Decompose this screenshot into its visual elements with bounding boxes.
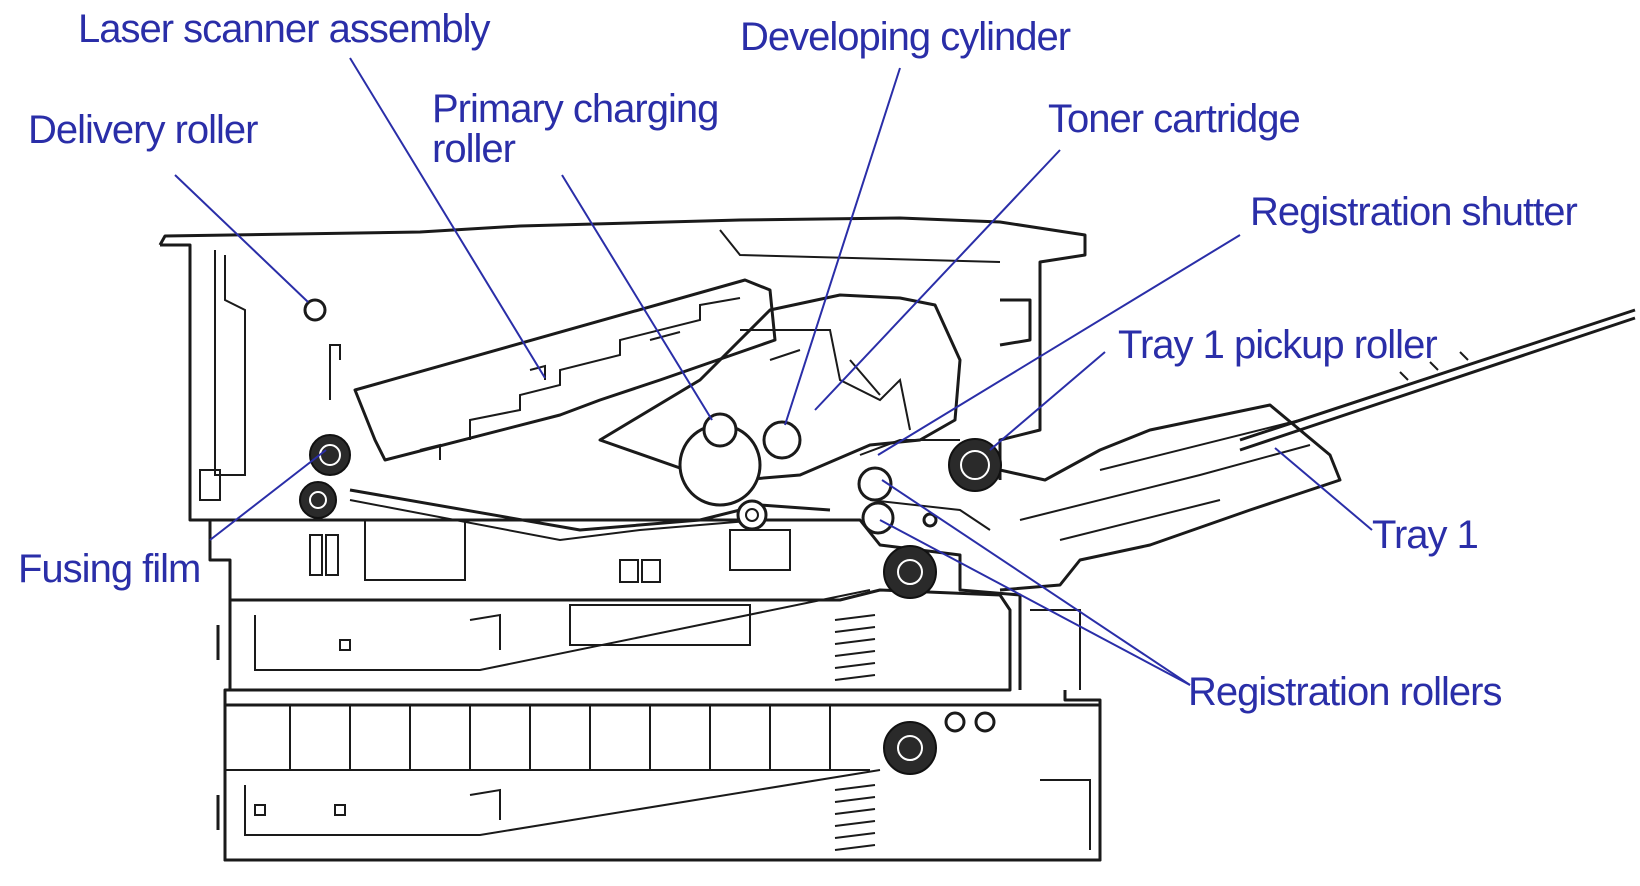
label-toner-cartridge: Toner cartridge [1048, 97, 1300, 141]
fusing-roller-lower-hub [309, 491, 327, 509]
tray1-body [999, 403, 1342, 592]
label-registration-shutter: Registration shutter [1250, 190, 1578, 234]
tray1-pickup-roller-shape [948, 438, 1002, 492]
upper-divider [329, 229, 1001, 400]
upper-cassette [228, 588, 1012, 692]
laser-scanner-box [353, 278, 777, 462]
leader-laser-scanner [349, 57, 546, 379]
leader-registration-shutter [877, 234, 1241, 456]
printer-body [158, 216, 1636, 862]
laser-scanner-detail [419, 297, 741, 460]
cassette-pickup-roller-upper-hub [897, 559, 923, 585]
lower-cassette-tray [244, 769, 881, 836]
slot-2 [325, 534, 339, 576]
slot-4 [641, 559, 661, 583]
idle-roller-2 [974, 711, 996, 733]
label-laser-scanner-assembly: Laser scanner assembly [78, 7, 491, 51]
label-fusing-film: Fusing film [18, 547, 200, 591]
label-tray1: Tray 1 [1372, 513, 1478, 557]
leader-fusing-film [209, 449, 327, 541]
leader-toner-cartridge [814, 149, 1061, 411]
leader-primary-charging-roller [561, 174, 713, 421]
transfer-roller [736, 499, 768, 531]
rollers [299, 298, 1002, 775]
upper-cassette-tray [254, 589, 871, 671]
registration-guide [859, 439, 991, 531]
idle-roller-1 [944, 711, 966, 733]
labels: Laser scanner assembly Developing cylind… [18, 7, 1579, 714]
left-inner-frame [214, 250, 246, 476]
leader-developing-cylinder [784, 67, 901, 426]
transfer-roller-hub [745, 508, 759, 522]
label-primary-charging-line1: Primary charging [432, 87, 718, 131]
top-cover-outline [158, 216, 1087, 300]
leader-tray1-pickup-roller [989, 351, 1106, 451]
lower-spring [834, 784, 876, 851]
label-primary-charging-line2: roller [432, 127, 516, 171]
tray1-extension-detail [1399, 351, 1469, 381]
slot-3 [619, 559, 639, 583]
registration-roller-lower [861, 501, 895, 535]
leader-registration-rollers-lower [879, 519, 1191, 686]
cassette-pickup-roller-lower [883, 721, 937, 775]
primary-charging-roller-shape [702, 412, 738, 448]
leader-lines [174, 57, 1373, 686]
registration-roller-upper [857, 466, 893, 502]
upper-spring [834, 614, 876, 681]
upper-cassette-inner [569, 604, 751, 646]
tray1-inner [1019, 419, 1311, 541]
leader-delivery-roller [174, 174, 309, 303]
lower-cassette-dividers [225, 705, 870, 771]
board-box [364, 519, 466, 581]
label-developing-cylinder: Developing cylinder [740, 15, 1071, 59]
cassette-pickup-roller-lower-hub [897, 735, 923, 761]
leader-registration-rollers-upper [881, 479, 1191, 686]
leader-tray1 [1274, 447, 1373, 531]
right-frame [998, 298, 1042, 480]
delivery-roller-shape [303, 298, 327, 322]
tray1-pickup-roller-hub [960, 450, 990, 480]
label-registration-rollers: Registration rollers [1188, 670, 1501, 714]
slot-1 [309, 534, 323, 576]
fusing-roller-upper [309, 434, 351, 476]
label-delivery-roller: Delivery roller [28, 108, 258, 152]
tray1-extension [1239, 308, 1636, 452]
lower-cassette [223, 703, 1102, 862]
label-tray1-pickup-roller: Tray 1 pickup roller [1118, 323, 1437, 367]
fusing-roller-lower [299, 481, 337, 519]
left-inner-frame-2 [199, 469, 221, 501]
idle-roller-3 [922, 512, 938, 528]
cassette-pickup-roller-upper [883, 545, 937, 599]
right-frame-lower [1030, 609, 1091, 850]
bracket-box [729, 529, 791, 571]
toner-cartridge-inner [740, 329, 911, 431]
developing-cylinder-shape [762, 420, 802, 460]
